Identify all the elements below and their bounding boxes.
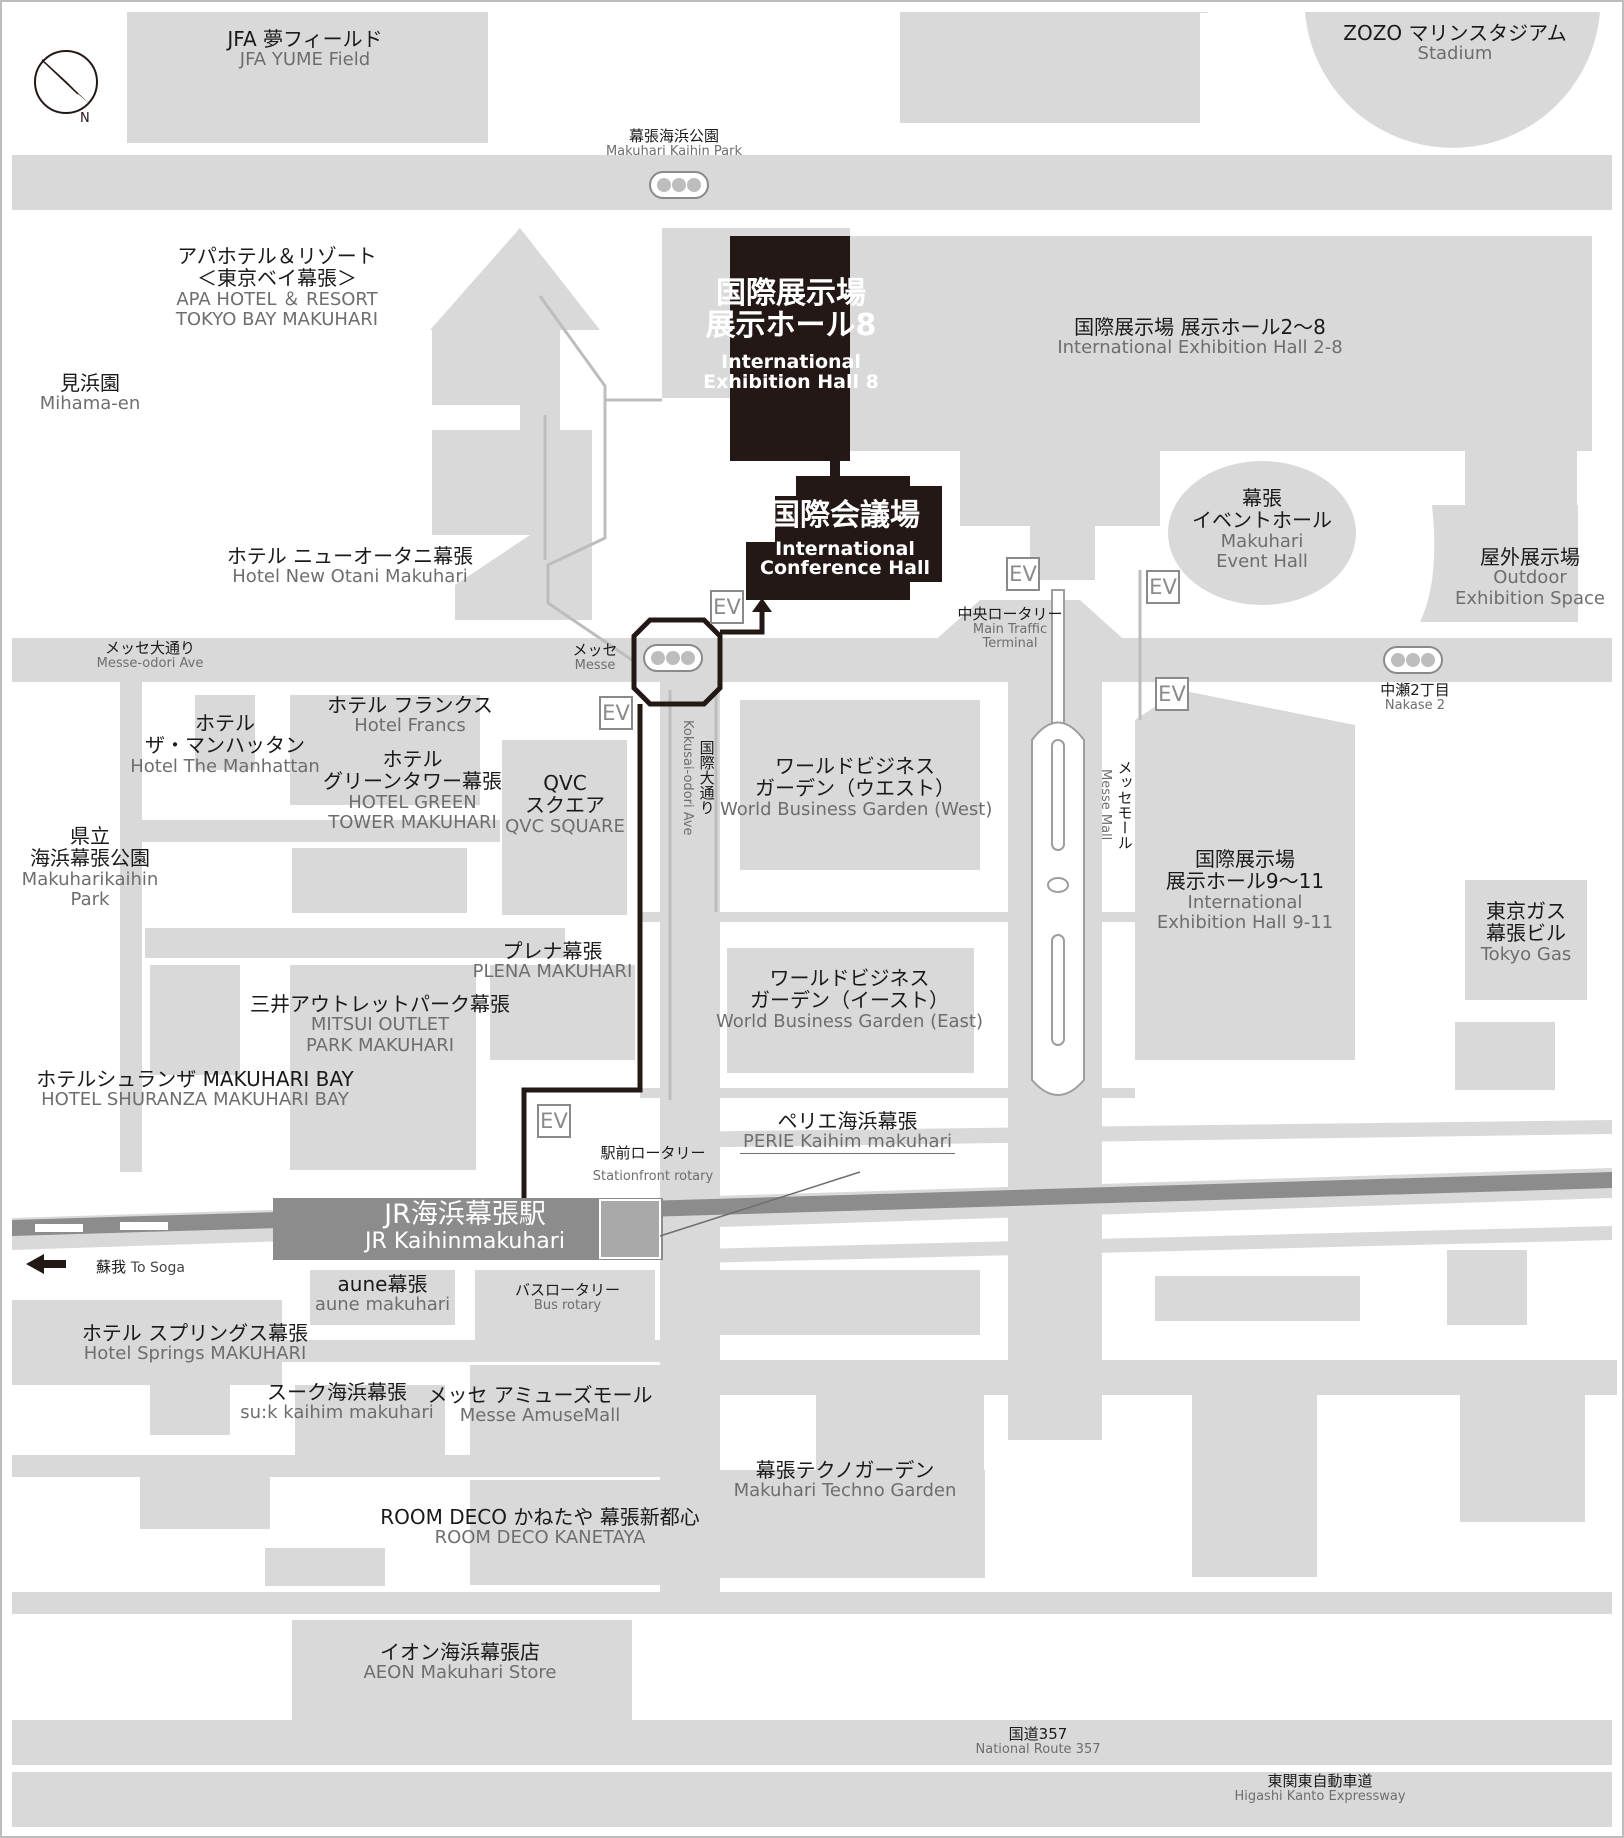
to-soga-label: 蘇我 To Soga — [96, 1258, 185, 1276]
north-arrow-icon: N — [32, 48, 102, 128]
label-wbg-east: ワールドビジネス ガーデン（イースト）World Business Garden… — [716, 966, 983, 1032]
north-label: N — [80, 111, 90, 126]
ev-marker: EV — [537, 1104, 571, 1138]
jr-station — [273, 1198, 663, 1260]
ev-marker: EV — [1155, 677, 1189, 711]
label-apa: アパホテル＆リゾート ＜東京ベイ幕張＞APA HOTEL ＆ RESORT TO… — [175, 244, 379, 330]
label-kokusai-odori: 国際大通り Kokusai-odori Ave — [679, 720, 716, 836]
hall8-label: 国際展示場 展示ホール8 International Exhibition Ha… — [703, 276, 879, 393]
traffic-signal-icons — [643, 171, 1443, 674]
walkways — [538, 295, 1142, 1100]
label-wbg-west: ワールドビジネス ガーデン（ウエスト）World Business Garden… — [720, 754, 993, 820]
station-label: JR海浜幕張駅 JR Kaihinmakuhari — [365, 1199, 565, 1255]
blocks — [12, 12, 1617, 1827]
ev-marker: EV — [1006, 557, 1040, 591]
route-arrow-icon — [752, 598, 772, 612]
ev-marker: EV — [710, 590, 744, 624]
ev-marker: EV — [1146, 570, 1180, 604]
signal-messe-icon — [643, 644, 703, 672]
signal-nakase-icon — [1383, 646, 1443, 674]
left-arrow-icon — [26, 1254, 66, 1274]
messe-mall — [1031, 589, 1085, 1096]
conference-label: 国際会議場 International Conference Hall — [760, 498, 930, 580]
route-line — [521, 610, 765, 1198]
highlight-buildings — [730, 236, 942, 600]
signal-kaihin-park-icon — [649, 171, 709, 199]
ev-marker: EV — [599, 696, 633, 730]
label-messe-mall: メッセモール Messe Mall — [1097, 760, 1134, 850]
